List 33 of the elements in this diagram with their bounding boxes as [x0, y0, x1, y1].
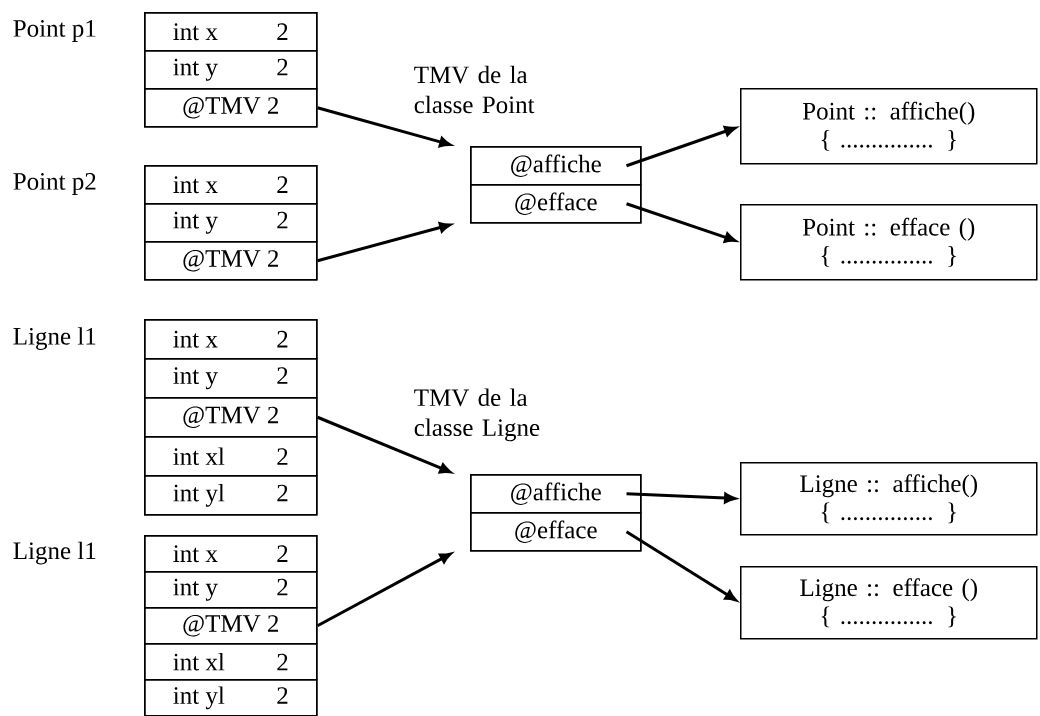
- record-field: @TMV 2: [144, 397, 318, 438]
- record-field: int y 2: [144, 571, 318, 609]
- record-field: int xl 2: [144, 643, 318, 681]
- record-field: int x 2: [144, 12, 318, 52]
- record-field: int xl 2: [144, 436, 318, 477]
- record-field: int x 2: [144, 319, 318, 360]
- method-box: Point :: efface () { ............... }: [740, 204, 1038, 281]
- method-box: Point :: affiche() { ............... }: [740, 88, 1038, 165]
- record-field: @efface: [470, 184, 642, 224]
- method-box: Ligne :: affiche() { ............... }: [740, 462, 1038, 536]
- node-label: Ligne l1: [13, 541, 96, 565]
- method-box: Ligne :: efface () { ............... }: [740, 566, 1038, 640]
- record-field: @TMV 2: [144, 607, 318, 645]
- arrow: [316, 552, 452, 628]
- node-label: TMV de la classe Point: [414, 65, 535, 114]
- arrow: [316, 415, 452, 474]
- record-field: @efface: [470, 512, 642, 552]
- node-label: Ligne l1: [13, 327, 96, 350]
- node-label: Point p2: [13, 173, 96, 195]
- record-field: int yl 2: [144, 679, 318, 716]
- record-field: @TMV 2: [144, 88, 318, 128]
- record-field: @affiche: [470, 474, 642, 514]
- record-field: int y 2: [144, 203, 318, 243]
- record-field: int y 2: [144, 50, 318, 90]
- node-label: TMV de la classe Ligne: [414, 388, 540, 442]
- node-label: Point p1: [13, 20, 96, 42]
- record-field: int x 2: [144, 535, 318, 573]
- record-field: int x 2: [144, 165, 318, 205]
- record-field: int yl 2: [144, 475, 318, 516]
- record-field: @TMV 2: [144, 241, 318, 281]
- record-field: @affiche: [470, 146, 642, 186]
- arrow: [626, 202, 737, 243]
- record-field: int y 2: [144, 358, 318, 399]
